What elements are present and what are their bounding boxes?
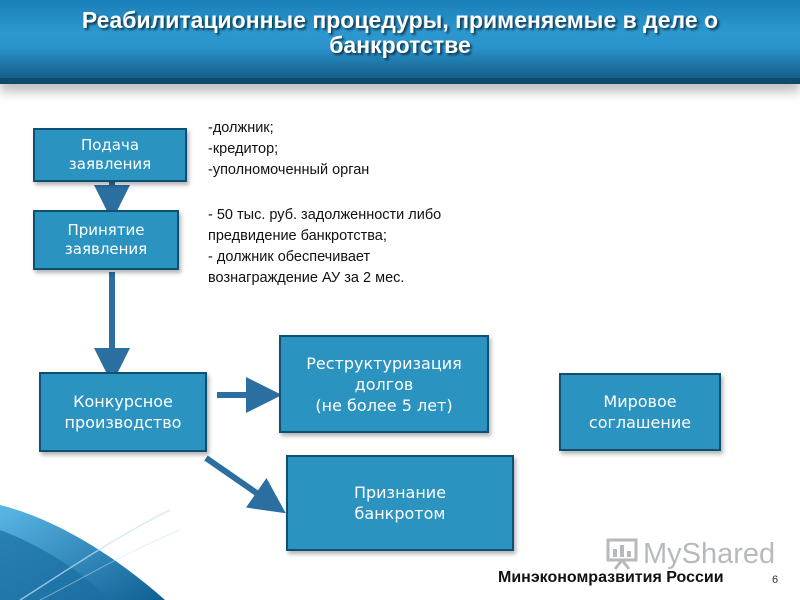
note-line: -должник; bbox=[208, 120, 274, 136]
note-applicants: -должник; -кредитор; -уполномоченный орг… bbox=[208, 118, 369, 181]
note-line: предвидение банкротства; bbox=[208, 228, 387, 244]
page-number: 6 bbox=[772, 574, 779, 586]
presentation-board-icon bbox=[606, 538, 638, 570]
note-line: - должник обеспечивает bbox=[208, 249, 371, 265]
node-restructuring: Реструктуризация долгов (не более 5 лет) bbox=[279, 335, 489, 433]
node-competitive: Конкурсное производство bbox=[39, 372, 207, 452]
page-title: Реабилитационные процедуры, применяемые … bbox=[81, 7, 719, 58]
note-line: -уполномоченный орган bbox=[208, 162, 370, 178]
arrow-competitive-to-bankrupt bbox=[204, 455, 286, 514]
note-conditions: - 50 тыс. руб. задолженности либо предви… bbox=[208, 205, 441, 289]
watermark-text: MyShared bbox=[643, 537, 776, 570]
note-line: вознаграждение АУ за 2 мес. bbox=[208, 270, 405, 286]
note-line: -кредитор; bbox=[208, 141, 279, 157]
node-settlement: Мировое соглашение bbox=[559, 373, 721, 451]
node-filing: Подача заявления bbox=[33, 128, 187, 182]
node-acceptance: Принятие заявления bbox=[33, 210, 179, 270]
watermark: MyShared bbox=[605, 537, 775, 571]
title-bar: Реабилитационные процедуры, применяемые … bbox=[0, 0, 800, 84]
footer-organization: Минэкономразвития России bbox=[498, 569, 724, 586]
node-bankrupt: Признание банкротом bbox=[286, 455, 514, 551]
note-line: - 50 тыс. руб. задолженности либо bbox=[208, 207, 442, 223]
